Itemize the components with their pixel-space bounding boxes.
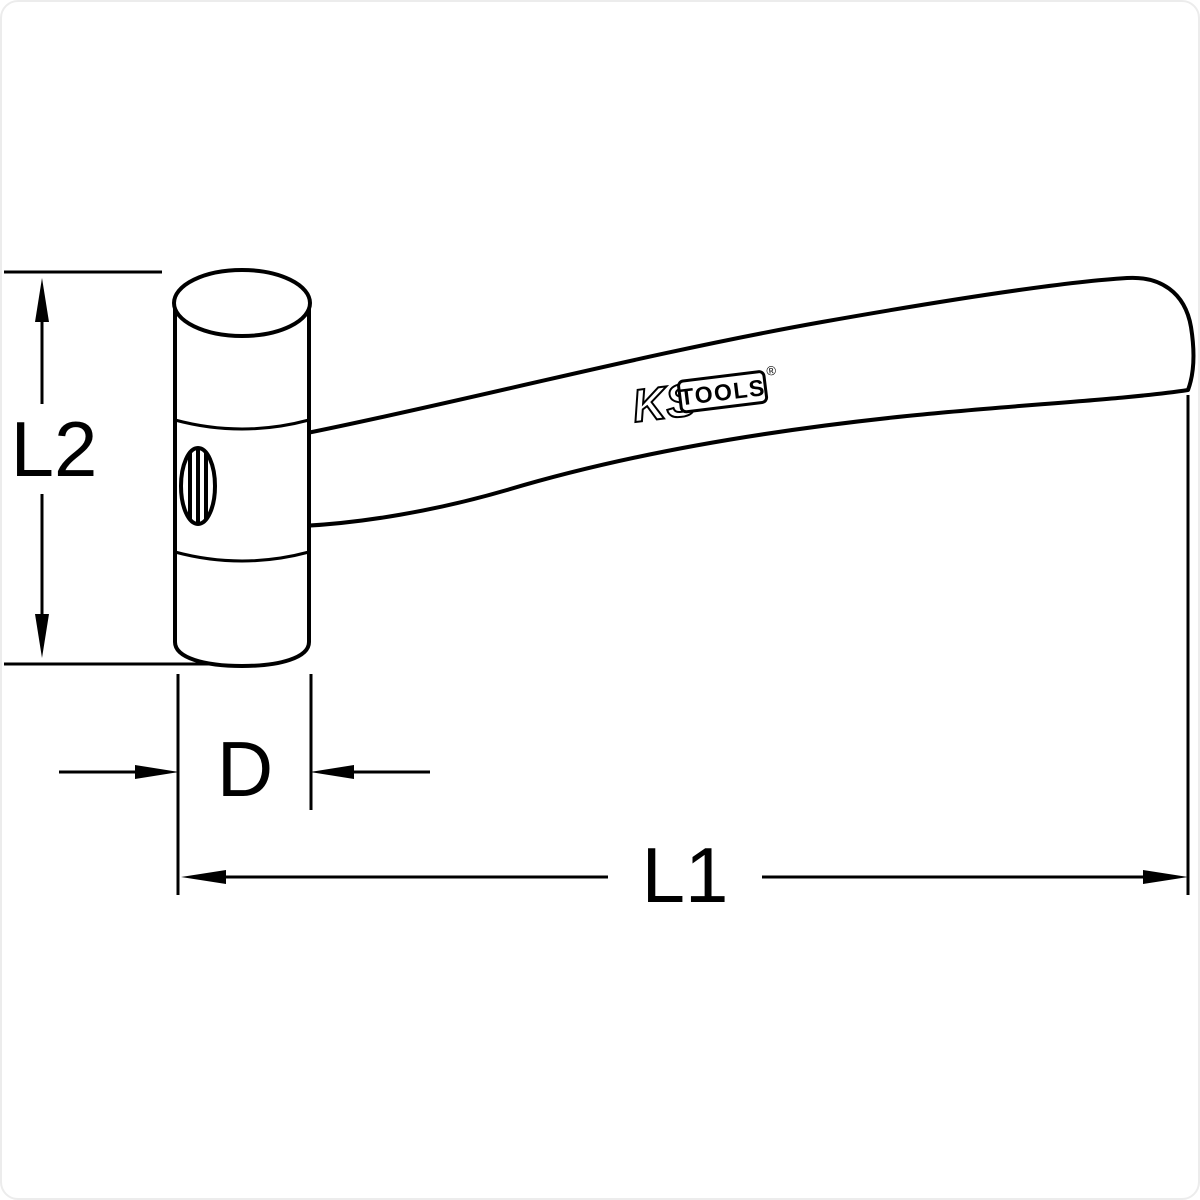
dimension-label-d: D [217,725,273,813]
brand-registered-mark: ® [766,363,778,379]
head-seam-lower [174,550,310,563]
dimension-d: D [59,674,430,895]
d-arrow-left-icon [310,765,354,779]
dimension-label-l1: L1 [642,831,729,919]
dimension-l1: L1 [181,395,1190,919]
dimension-l2: L2 [4,270,214,666]
mallet-head [172,268,312,668]
d-arrow-right-icon [135,765,179,779]
dimension-label-l2: L2 [11,405,98,493]
l1-arrow-right-icon [1143,870,1188,884]
head-seam-upper [174,418,310,431]
head-side-plug-hatch [188,448,208,524]
head-top-face [172,268,312,338]
brand-logo: KS TOOLS ® [629,363,778,434]
head-body [173,300,311,668]
l1-arrow-left-icon [181,870,226,884]
l2-arrow-down-icon [35,614,49,658]
l2-arrow-up-icon [35,278,49,322]
brand-tools-box [677,370,769,414]
